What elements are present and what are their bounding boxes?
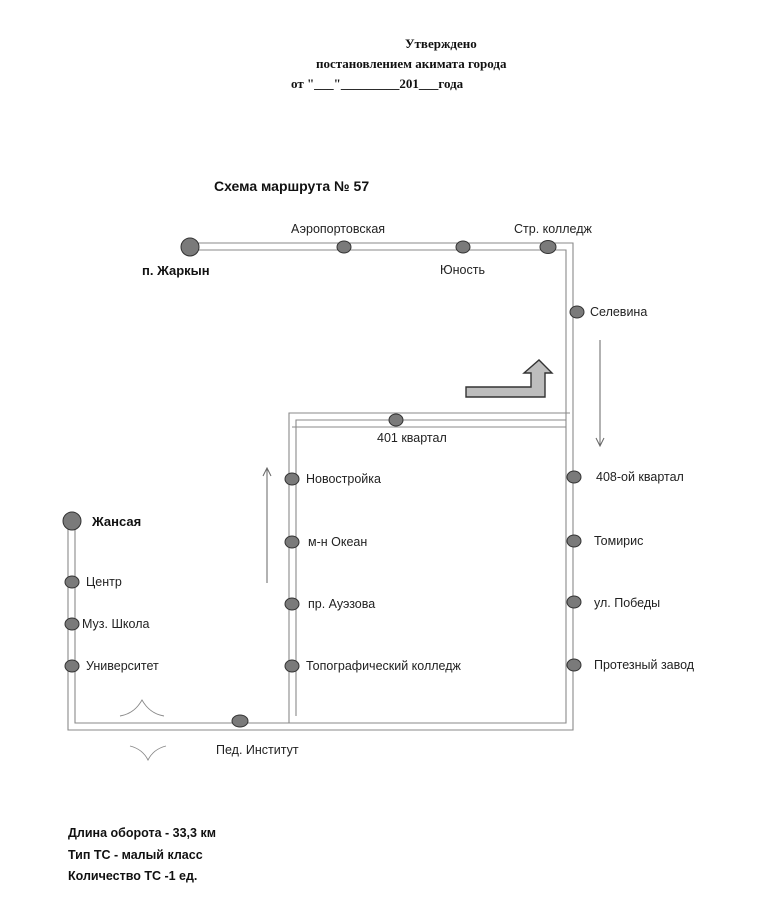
label-protez: Протезный завод	[594, 658, 695, 672]
stop-okean-icon	[284, 535, 300, 549]
label-401: 401 квартал	[377, 431, 447, 445]
label-topo-college: Топографический колледж	[306, 659, 461, 673]
label-center: Центр	[86, 575, 122, 589]
stop-topo-icon	[284, 659, 300, 673]
arrow-down-icon	[595, 340, 605, 448]
stop-zharkyn-icon	[180, 237, 200, 257]
label-pobedy: ул. Победы	[594, 596, 661, 610]
label-yunost: Юность	[440, 263, 485, 277]
stop-university-icon	[64, 659, 80, 673]
label-408: 408-ой квартал	[596, 470, 684, 484]
label-auezova: пр. Ауэзова	[308, 597, 376, 611]
turn-arrow-icon	[465, 359, 554, 398]
arrow-up-icon	[262, 466, 272, 583]
label-selevina: Селевина	[590, 305, 648, 319]
label-tomiris: Томирис	[594, 534, 644, 548]
diagram-title: Схема маршрута № 57	[214, 178, 370, 194]
road-inner-loop-2	[295, 419, 566, 716]
bracket-bottom-icon	[129, 745, 167, 762]
stop-music-icon	[64, 617, 80, 631]
label-okean: м-н Океан	[308, 535, 368, 549]
date-line: от "___"_________201___года	[291, 76, 464, 91]
vehicle-type: Тип ТС - малый класс	[68, 848, 203, 862]
road-inner-loop	[288, 412, 570, 723]
stop-airport-icon	[336, 240, 352, 254]
vehicle-count: Количество ТС -1 ед.	[68, 869, 198, 883]
bracket-top-icon	[119, 699, 165, 717]
stop-yunost-icon	[455, 240, 471, 254]
stop-protez-icon	[566, 658, 582, 672]
stop-pobedy-icon	[566, 595, 582, 609]
label-zharkyn: п. Жаркын	[142, 263, 210, 278]
stop-ped-icon	[231, 714, 249, 728]
approved-heading: Утверждено	[405, 36, 477, 51]
decree-line: постановлением акимата города	[316, 56, 507, 71]
label-str-college: Стр. колледж	[514, 222, 592, 236]
stop-str-college-icon	[539, 240, 557, 254]
label-university: Университет	[86, 659, 159, 673]
stop-center-icon	[64, 575, 80, 589]
label-airport: Аэропортовская	[291, 222, 386, 236]
stop-zhansaya-icon	[62, 511, 82, 531]
label-zhansaya: Жансая	[92, 514, 142, 529]
stop-auezova-icon	[284, 597, 300, 611]
label-music-school: Муз. Школа	[82, 617, 150, 631]
stop-novostroyka-icon	[284, 472, 300, 486]
stop-401-icon	[388, 413, 404, 427]
label-ped-institute: Пед. Институт	[216, 743, 299, 757]
road-top-inner	[74, 249, 567, 724]
road-top	[67, 242, 574, 731]
stop-tomiris-icon	[566, 534, 582, 548]
route-length: Длина оборота - 33,3 км	[68, 826, 216, 840]
stop-408-icon	[566, 470, 582, 484]
stop-selevina-icon	[569, 305, 585, 319]
label-novostroyka: Новостройка	[306, 472, 381, 486]
